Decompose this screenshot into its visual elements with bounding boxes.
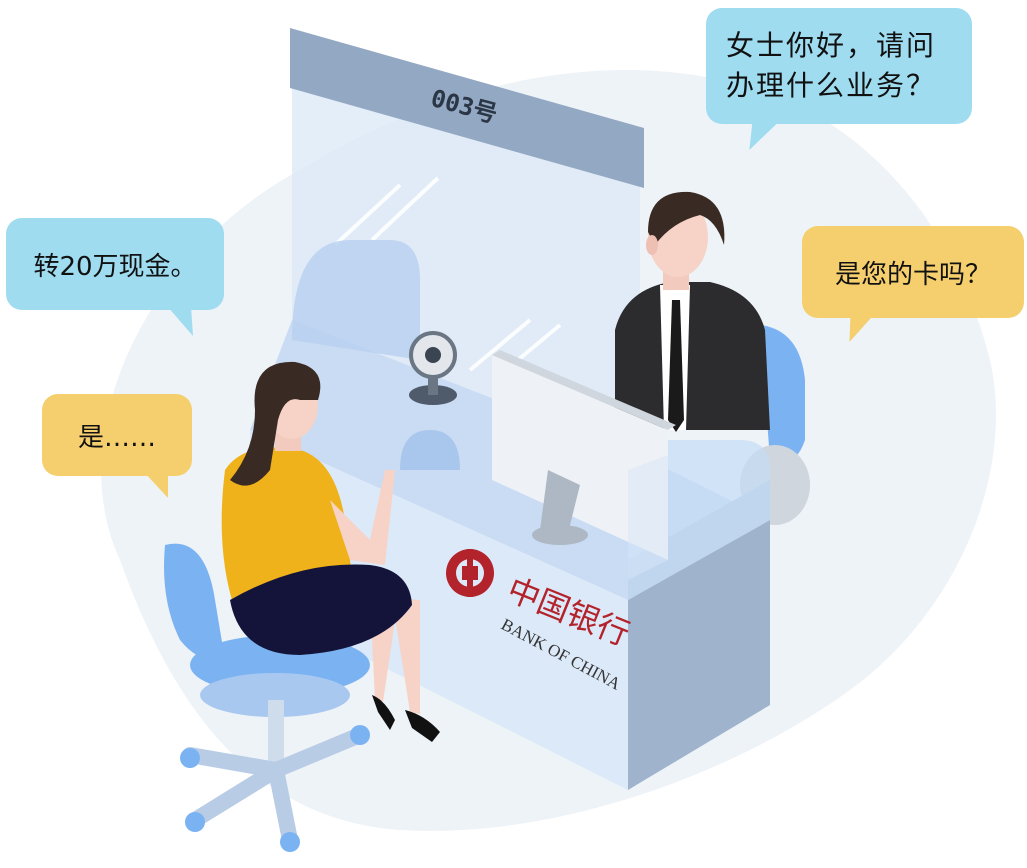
customer-chair — [164, 543, 370, 852]
customer-yes-text: 是…… — [77, 422, 156, 453]
desk-glass-shield-front — [628, 455, 668, 580]
webcam — [409, 331, 457, 405]
customer-yes-bubble: 是…… — [42, 394, 192, 498]
teller-card-text: 是您的卡吗？ — [834, 259, 991, 290]
customer-woman — [221, 361, 440, 742]
glass-partition: 003号 — [290, 28, 644, 470]
computer-monitor — [492, 350, 676, 560]
teller-question-text: 女士你好，请问 办理什么业务？ — [726, 29, 937, 102]
bank-teller — [615, 191, 770, 432]
customer-transfer-text: 转20万现金。 — [33, 251, 197, 282]
customer-transfer-bubble: 转20万现金。 — [6, 218, 224, 336]
teller-card-bubble: 是您的卡吗？ — [802, 226, 1024, 342]
teller-question-bubble: 女士你好，请问 办理什么业务？ — [706, 8, 972, 150]
